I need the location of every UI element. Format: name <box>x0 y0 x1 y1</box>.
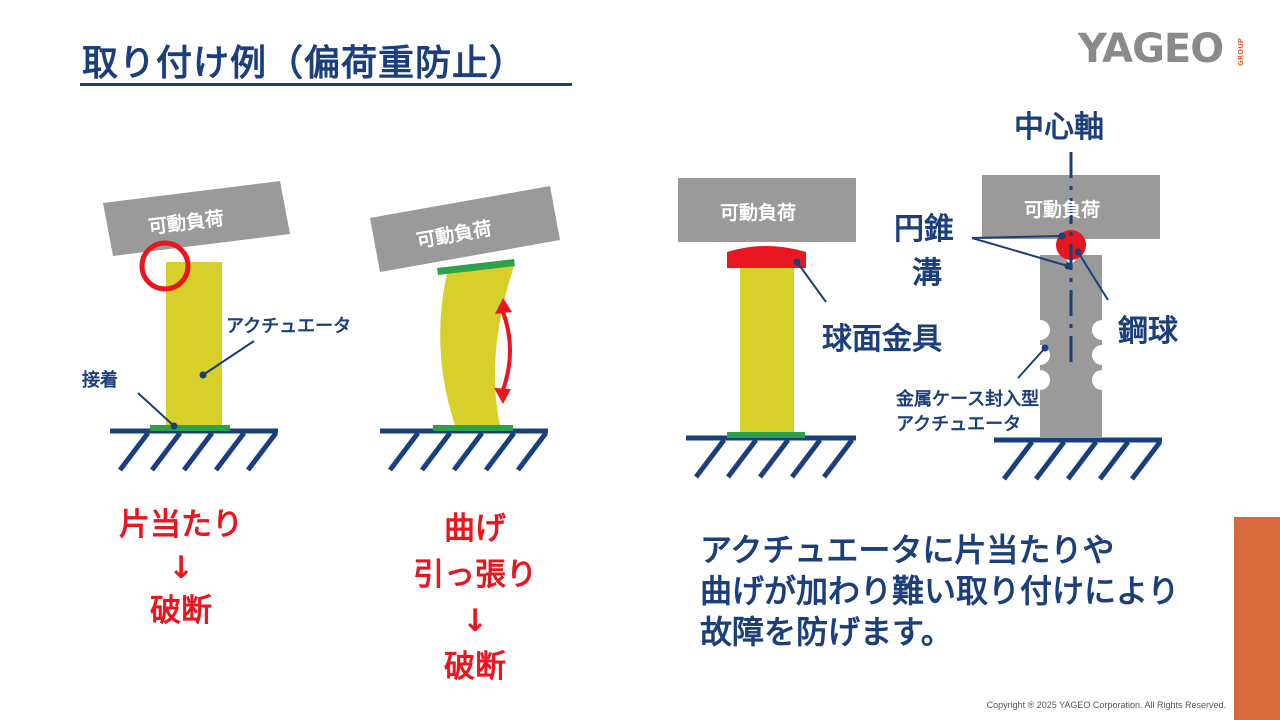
ground-hatch <box>1002 440 1162 481</box>
adhesive-layer <box>727 432 805 438</box>
ball-leader <box>1077 251 1109 301</box>
actuator-body-bent <box>440 266 514 425</box>
load-label-3: 可動負荷 <box>720 202 797 224</box>
adhesive-leader <box>137 392 175 427</box>
diagram-bending <box>370 186 560 472</box>
yageo-logo: YAGEO GROUP <box>1078 26 1250 72</box>
diagram-steel-ball <box>971 152 1162 481</box>
central-axis-label: 中心軸 <box>1014 110 1104 145</box>
actuator-label: アクチュエータ <box>226 316 352 337</box>
actuator-leader <box>202 340 255 376</box>
movable-load-tilted <box>103 181 290 256</box>
case-leader <box>1017 347 1046 379</box>
page-title: 取り付け例（偏荷重防止） <box>82 43 527 84</box>
bend-arrow <box>501 311 512 391</box>
adhesive-layer <box>150 425 230 431</box>
logo-text: YAGEO <box>1078 26 1224 72</box>
ground-hatch <box>118 431 278 472</box>
sealed-actuator-label-1: 金属ケース封入型 <box>896 389 1040 410</box>
copyright-notice: Copyright ® 2025 YAGEO Corporation. All … <box>986 700 1226 710</box>
conical-groove-label-1: 円錐 <box>894 212 954 247</box>
failure-bending: 曲げ 引っ張り ↓ 破断 <box>413 511 537 685</box>
conical-groove-label-2: 溝 <box>912 256 942 291</box>
ground-hatch <box>694 438 854 479</box>
adhesive-layer <box>433 425 513 431</box>
diagram-spherical-fitting <box>678 178 856 479</box>
steel-ball-label: 鋼球 <box>1118 314 1178 349</box>
diagram-one-sided-contact <box>103 181 290 472</box>
groove-leader-bottom <box>971 237 1069 267</box>
adhesive-label: 接着 <box>82 370 118 391</box>
ground-hatch <box>388 431 548 472</box>
load-label-4: 可動負荷 <box>1024 199 1101 221</box>
spherical-fitting <box>727 246 806 268</box>
actuator-body <box>740 268 794 432</box>
failure-one-sided: 片当たり ↓ 破断 <box>119 507 243 629</box>
groove-leader-top <box>971 235 1063 239</box>
sealed-actuator-label-2: アクチュエータ <box>896 414 1022 435</box>
movable-load-tilted <box>370 186 560 272</box>
orange-side-tab <box>1234 517 1280 720</box>
movable-load <box>678 178 856 242</box>
spherical-fitting-label: 球面金具 <box>822 322 942 357</box>
top-adhesive <box>437 259 515 275</box>
summary-text: アクチュエータに片当たりや 曲げが加わり難い取り付けにより 故障を防げます。 <box>700 531 1180 651</box>
contact-circle-marker <box>139 240 191 292</box>
spherical-leader <box>796 261 827 303</box>
title-underline <box>80 83 572 86</box>
